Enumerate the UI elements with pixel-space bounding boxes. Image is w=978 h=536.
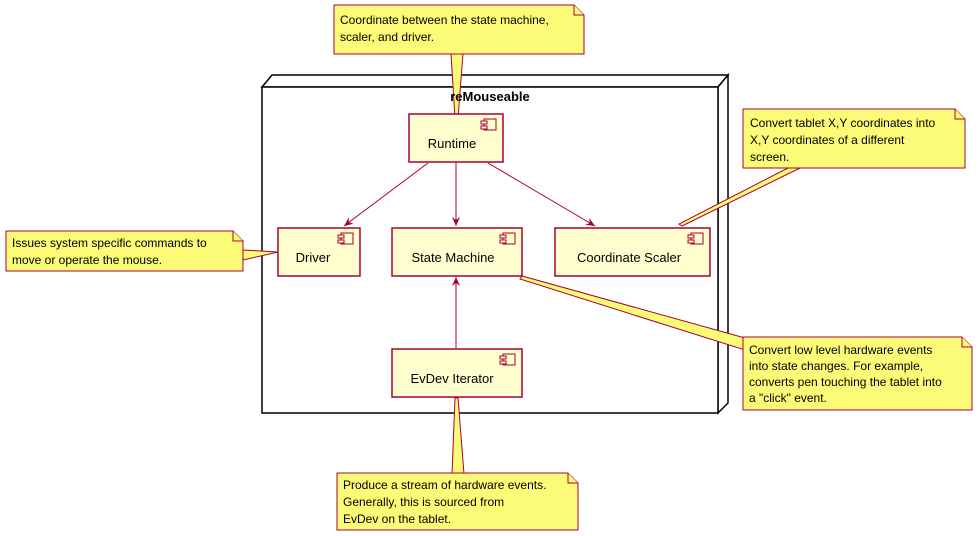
component-evdev-iterator: EvDev Iterator [391,348,523,398]
component-evdev-iterator-label: EvDev Iterator [410,371,494,386]
note-driver: Issues system specific commands to move … [5,230,244,272]
component-coordinate-scaler: Coordinate Scaler [554,227,711,277]
note-driver-line: Issues system specific commands to [12,236,207,250]
note-evdev-line: Produce a stream of hardware events. [343,478,546,492]
note-evdev-line: Generally, this is sourced from [343,495,504,509]
component-runtime: Runtime [408,113,504,163]
note-state-machine-line: Convert low level hardware events [749,343,932,357]
note-state-machine: Convert low level hardware events into s… [742,336,973,411]
component-driver-label: Driver [296,250,331,265]
note-state-machine-line: converts pen touching the tablet into [749,375,942,389]
component-coordinate-scaler-label: Coordinate Scaler [577,250,682,265]
component-icon [337,232,354,245]
note-scaler: Convert tablet X,Y coordinates into X,Y … [742,108,966,169]
note-evdev-line: EvDev on the tablet. [343,512,451,526]
node-title: reMouseable [450,89,529,104]
note-state-machine-line: into state changes. For example, [749,359,923,373]
note-runtime-line: scaler, and driver. [340,30,434,44]
dependency-arrows [343,162,596,348]
note-runtime: Coordinate between the state machine, sc… [333,4,585,55]
component-driver: Driver [277,227,361,277]
note-scaler-line: screen. [750,150,789,164]
note-evdev: Produce a stream of hardware events. Gen… [336,472,579,531]
component-icon [480,118,497,131]
note-scaler-line: Convert tablet X,Y coordinates into [750,116,936,130]
component-state-machine-label: State Machine [411,250,494,265]
component-icon [499,353,516,366]
component-icon [499,232,516,245]
note-scaler-line: X,Y coordinates of a different [750,133,905,147]
note-state-machine-line: a "click" event. [749,391,827,405]
arrow-runtime-coordinate-scaler [487,162,596,227]
arrow-runtime-driver [343,162,429,227]
component-icon [687,232,704,245]
component-runtime-label: Runtime [428,136,476,151]
component-state-machine: State Machine [391,227,523,277]
note-runtime-line: Coordinate between the state machine, [340,13,549,27]
note-driver-line: move or operate the mouse. [12,253,162,267]
